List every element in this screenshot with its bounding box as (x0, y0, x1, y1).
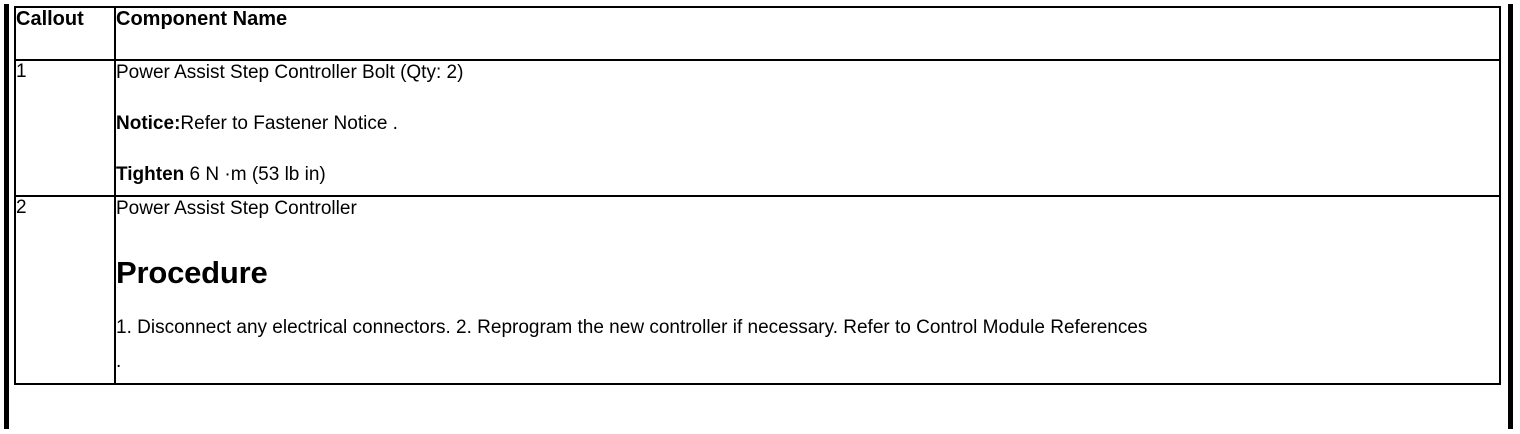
page-frame (4, 4, 1513, 429)
callout-number: 1 (14, 59, 116, 197)
parts-table: Callout Component Name 1 Power Assist St… (14, 6, 1501, 385)
header-row: Callout Component Name (14, 6, 1501, 61)
table-body: 1 Power Assist Step Controller Bolt (Qty… (14, 59, 1501, 385)
notice-label: Notice: (116, 113, 181, 135)
callout-number: 2 (14, 195, 116, 385)
torque-label: Tighten (116, 164, 185, 186)
procedure-steps: 1. Disconnect any electrical connectors.… (116, 316, 1148, 338)
torque-value: 6 N ·m (53 lb in) (184, 164, 326, 186)
component-description: Power Assist Step Controller Procedure 1… (114, 195, 1501, 385)
fastener-notice: Notice:Refer to Fastener Notice . (116, 112, 1499, 135)
table-row: 1 Power Assist Step Controller Bolt (Qty… (14, 59, 1501, 197)
procedure-heading: Procedure (116, 255, 268, 291)
component-title: Power Assist Step Controller (116, 198, 357, 219)
notice-text: Refer to Fastener Notice . (180, 113, 398, 135)
component-description: Power Assist Step Controller Bolt (Qty: … (114, 59, 1501, 197)
column-header-component-name: Component Name (114, 6, 1501, 61)
torque-specification: Tighten 6 N ·m (53 lb in) (116, 163, 1499, 186)
table-row: 2 Power Assist Step Controller Procedure… (14, 195, 1501, 385)
procedure-steps-continuation: . (116, 351, 122, 373)
column-header-callout: Callout (14, 6, 116, 61)
component-title: Power Assist Step Controller Bolt (Qty: … (116, 62, 464, 83)
table-header: Callout Component Name (14, 6, 1501, 61)
